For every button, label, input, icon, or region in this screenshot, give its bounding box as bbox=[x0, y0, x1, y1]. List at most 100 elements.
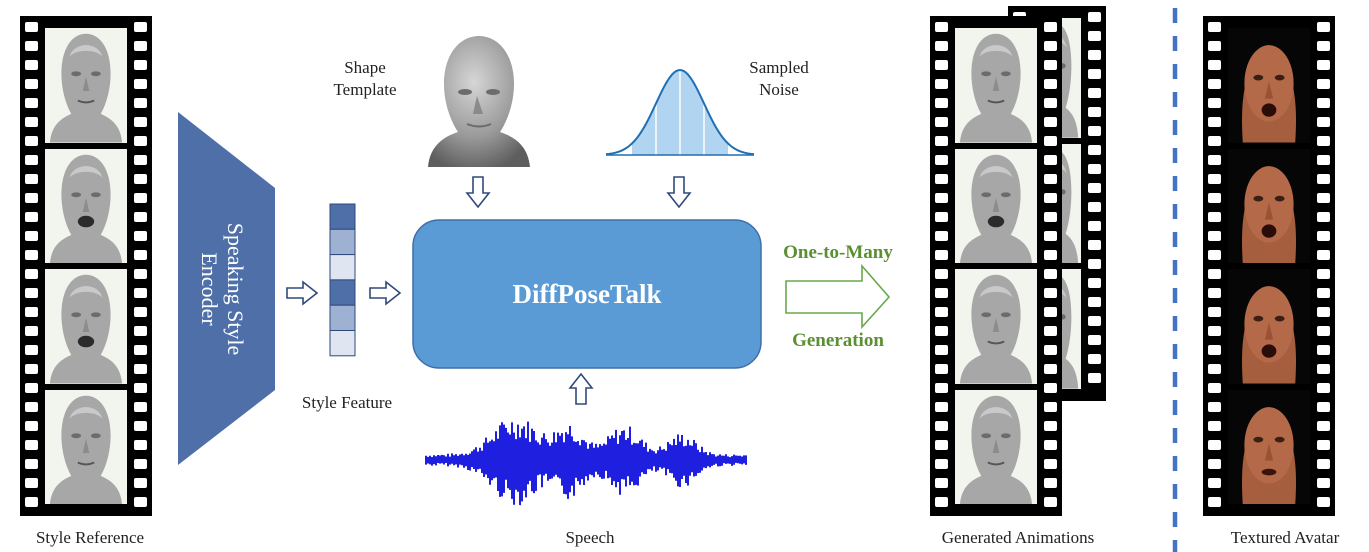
sprocket-hole bbox=[1208, 421, 1221, 431]
sprocket-hole bbox=[1208, 250, 1221, 260]
sprocket-hole bbox=[134, 136, 147, 146]
sprocket-hole bbox=[1208, 60, 1221, 70]
speaking-style-encoder-block bbox=[178, 112, 275, 465]
shape-to-core-arrow bbox=[465, 176, 491, 209]
sprocket-hole bbox=[935, 402, 948, 412]
sprocket-hole bbox=[1208, 345, 1221, 355]
sprocket-hole bbox=[1208, 155, 1221, 165]
sprocket-hole bbox=[1208, 288, 1221, 298]
sprocket-hole bbox=[1317, 60, 1330, 70]
sprocket-hole bbox=[935, 478, 948, 488]
sprocket-hole bbox=[1044, 478, 1057, 488]
sprocket-hole bbox=[25, 440, 38, 450]
sprocket-hole bbox=[134, 41, 147, 51]
sprocket-hole bbox=[1088, 31, 1101, 41]
sprocket-hole bbox=[935, 288, 948, 298]
sprocket-hole bbox=[1317, 383, 1330, 393]
sprocket-hole bbox=[25, 269, 38, 279]
sprocket-hole bbox=[1208, 212, 1221, 222]
sprocket-hole bbox=[1088, 126, 1101, 136]
sprocket-hole bbox=[134, 250, 147, 260]
flow-arrows bbox=[286, 176, 692, 405]
textured-avatar-film-strip bbox=[1203, 16, 1335, 516]
sprocket-hole bbox=[1208, 478, 1221, 488]
sprocket-hole bbox=[1088, 354, 1101, 364]
sprocket-hole bbox=[935, 174, 948, 184]
sprocket-hole bbox=[1317, 269, 1330, 279]
sprocket-hole bbox=[1208, 402, 1221, 412]
sprocket-hole bbox=[1088, 240, 1101, 250]
sprocket-hole bbox=[25, 326, 38, 336]
sprocket-hole bbox=[1317, 231, 1330, 241]
diffposetalk-core-block bbox=[412, 219, 762, 369]
style-feature-cell bbox=[329, 254, 356, 281]
sprocket-hole bbox=[1044, 364, 1057, 374]
one-to-many-label: One-to-Many bbox=[783, 242, 893, 263]
sprocket-hole bbox=[1044, 231, 1057, 241]
textured-avatar-frame bbox=[1228, 269, 1310, 384]
speech-label: Speech bbox=[565, 528, 615, 547]
sprocket-hole bbox=[1044, 250, 1057, 260]
sprocket-hole bbox=[935, 193, 948, 203]
sprocket-hole bbox=[1208, 98, 1221, 108]
style-feature-cell bbox=[329, 203, 356, 230]
sprocket-hole bbox=[134, 440, 147, 450]
generated-animation-frame bbox=[955, 28, 1037, 143]
sprocket-hole bbox=[935, 440, 948, 450]
sprocket-hole bbox=[935, 307, 948, 317]
sprocket-hole bbox=[935, 421, 948, 431]
diffposetalk-title: DiffPoseTalk bbox=[512, 279, 661, 309]
face-mesh-icon bbox=[45, 389, 127, 504]
sprocket-hole bbox=[935, 22, 948, 32]
sprocket-hole bbox=[935, 383, 948, 393]
sprocket-hole bbox=[134, 497, 147, 507]
generated-animation-frame bbox=[955, 389, 1037, 504]
speaking-style-encoder-label: Speaking StyleEncoder bbox=[197, 223, 248, 356]
generated-animation-frame bbox=[955, 148, 1037, 263]
sprocket-hole bbox=[1317, 345, 1330, 355]
speech-waveform-icon bbox=[425, 421, 747, 506]
style-feature-label: Style Feature bbox=[301, 393, 393, 412]
sprocket-hole bbox=[1317, 98, 1330, 108]
sprocket-hole bbox=[935, 98, 948, 108]
sprocket-hole bbox=[1088, 221, 1101, 231]
sprocket-hole bbox=[25, 60, 38, 70]
sprocket-hole bbox=[134, 269, 147, 279]
sprocket-hole bbox=[935, 136, 948, 146]
sprocket-hole bbox=[1044, 383, 1057, 393]
sprocket-hole bbox=[1088, 316, 1101, 326]
sprocket-hole bbox=[25, 288, 38, 298]
sprocket-hole bbox=[1044, 212, 1057, 222]
noise-to-core-arrow bbox=[666, 176, 692, 209]
sprocket-hole bbox=[25, 193, 38, 203]
sprocket-hole bbox=[1317, 212, 1330, 222]
sprocket-hole bbox=[935, 231, 948, 241]
sprocket-hole bbox=[1044, 497, 1057, 507]
sprocket-hole bbox=[25, 459, 38, 469]
sprocket-hole bbox=[134, 307, 147, 317]
sprocket-hole bbox=[134, 345, 147, 355]
sprocket-hole bbox=[134, 402, 147, 412]
sprocket-hole bbox=[1088, 107, 1101, 117]
style-reference-label: Style Reference bbox=[35, 528, 145, 547]
textured-face-icon bbox=[1228, 28, 1310, 143]
sprocket-hole bbox=[1088, 50, 1101, 60]
textured-face-icon bbox=[1228, 389, 1310, 504]
sprocket-hole bbox=[134, 383, 147, 393]
sprocket-hole bbox=[134, 326, 147, 336]
sprocket-hole bbox=[1044, 22, 1057, 32]
gaussian-curve-icon bbox=[605, 68, 755, 156]
face-mesh-icon bbox=[955, 389, 1037, 504]
sprocket-hole bbox=[25, 250, 38, 260]
sprocket-hole bbox=[25, 212, 38, 222]
sprocket-hole bbox=[1317, 41, 1330, 51]
sprocket-hole bbox=[1317, 364, 1330, 374]
speech-to-core-arrow bbox=[568, 372, 594, 405]
sprocket-hole bbox=[1044, 193, 1057, 203]
face-mesh-icon bbox=[45, 28, 127, 143]
sprocket-hole bbox=[1088, 12, 1101, 22]
sprocket-hole bbox=[1208, 136, 1221, 146]
sprocket-hole bbox=[935, 326, 948, 336]
